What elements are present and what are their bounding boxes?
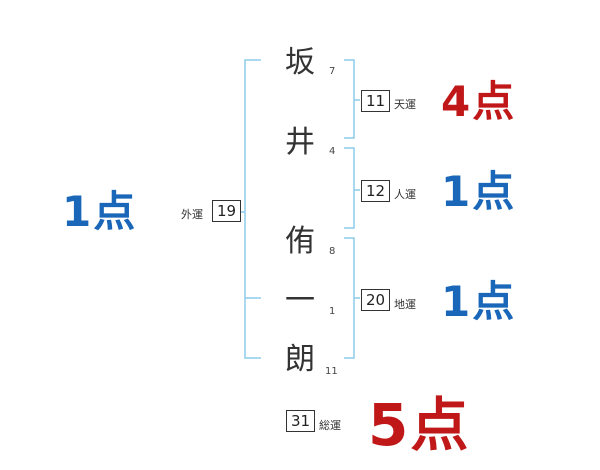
- gai-score: 1点: [62, 187, 138, 236]
- sou-score: 5点: [368, 391, 471, 459]
- name-char-1: 坂: [285, 45, 315, 80]
- sou-label: 総運: [319, 419, 341, 432]
- gai-label: 外運: [181, 208, 203, 221]
- ten-score: 4点: [441, 77, 517, 126]
- ten-value-box: 11: [361, 90, 391, 112]
- stroke-count-1: 7: [329, 66, 336, 77]
- name-char-4: 一: [285, 283, 315, 318]
- sou-value-box: 31: [286, 410, 316, 432]
- jin-value-box: 12: [361, 180, 391, 202]
- stroke-count-5: 11: [325, 366, 338, 377]
- stroke-count-3: 8: [329, 246, 336, 257]
- name-char-5: 朗: [285, 342, 315, 377]
- chi-label: 地運: [394, 298, 416, 311]
- jin-score: 1点: [441, 167, 517, 216]
- chi-score: 1点: [441, 277, 517, 326]
- jin-label: 人運: [394, 188, 416, 201]
- chi-value-box: 20: [361, 289, 391, 311]
- gai-value-box: 19: [212, 200, 242, 222]
- stroke-count-4: 1: [329, 306, 336, 317]
- stroke-count-2: 4: [329, 146, 336, 157]
- name-char-2: 井: [285, 125, 315, 160]
- ten-label: 天運: [394, 98, 416, 111]
- name-char-3: 侑: [285, 224, 315, 259]
